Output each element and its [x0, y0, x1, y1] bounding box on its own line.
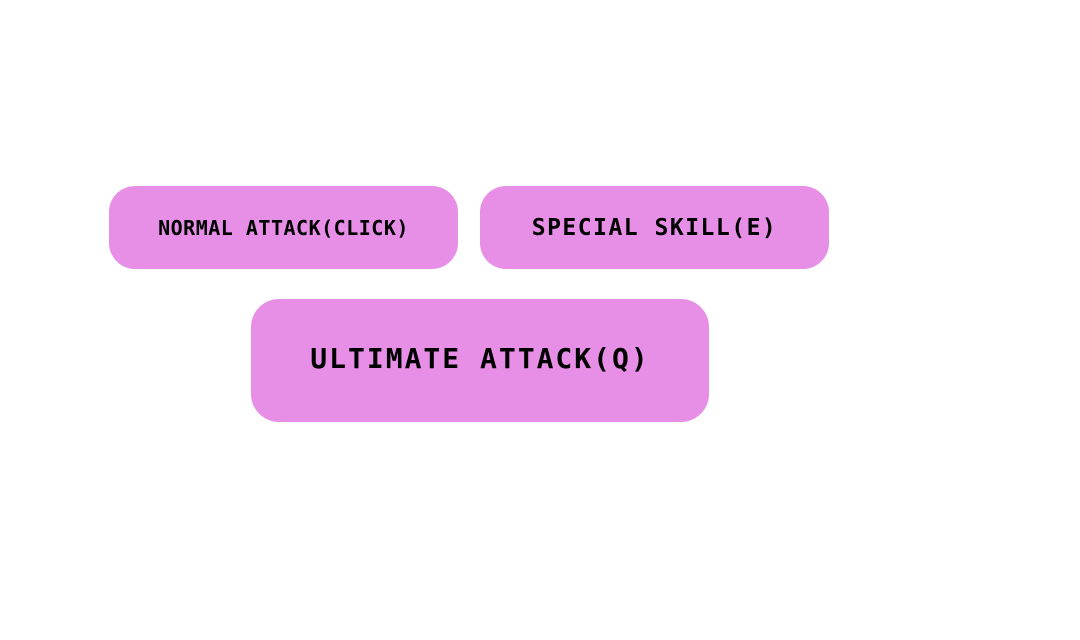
- special-skill-button[interactable]: SPECIAL SKILL(E): [480, 186, 829, 269]
- ultimate-attack-button[interactable]: ULTIMATE ATTACK(Q): [251, 299, 709, 422]
- normal-attack-label: NORMAL ATTACK(CLICK): [158, 215, 409, 240]
- special-skill-label: SPECIAL SKILL(E): [531, 214, 778, 241]
- ultimate-attack-label: ULTIMATE ATTACK(Q): [310, 342, 650, 375]
- normal-attack-button[interactable]: NORMAL ATTACK(CLICK): [109, 186, 458, 269]
